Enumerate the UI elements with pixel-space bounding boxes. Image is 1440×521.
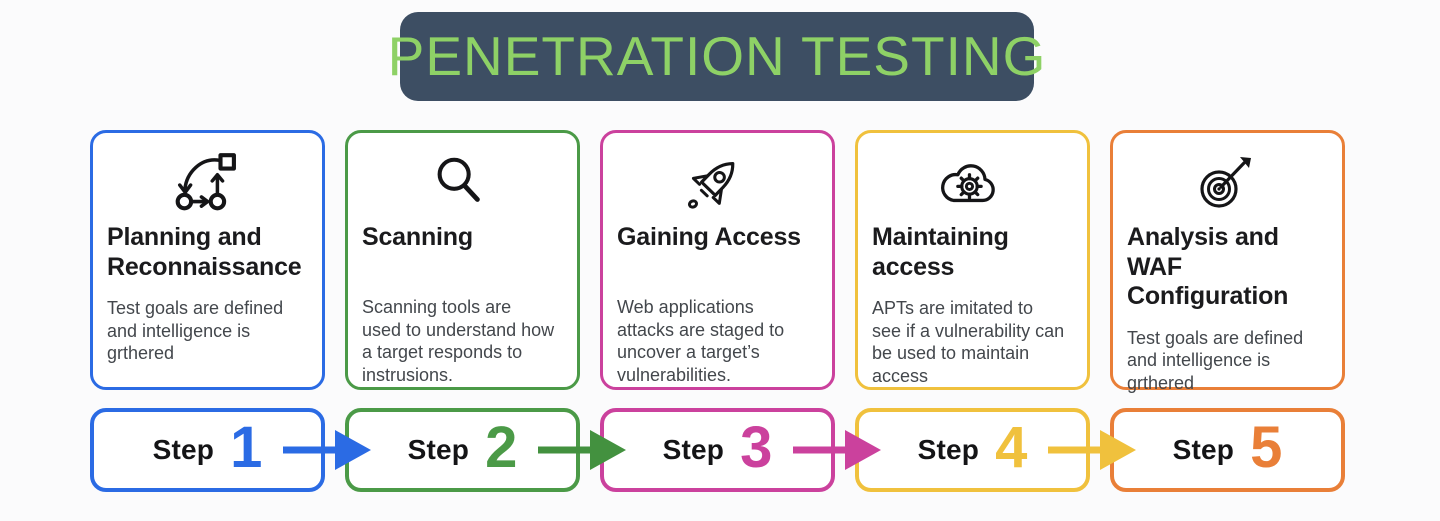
arrow-step2-to-step3 — [538, 430, 626, 470]
card-planning-reconnaissance: Planning and Reconnaissance Test goals a… — [90, 130, 325, 390]
step-number: 4 — [995, 415, 1028, 480]
title-banner: PENETRATION TESTING — [388, 12, 1045, 101]
card-title: Gaining Access — [617, 223, 801, 251]
card-gaining-access: Gaining Access Web applications attacks … — [600, 130, 835, 390]
card-description: Test goals are defined and intelligence … — [107, 298, 284, 364]
step-number: 1 — [230, 415, 263, 480]
card-title: Maintaining access — [872, 223, 1009, 281]
card-description: Test goals are defined and intelligence … — [1127, 327, 1304, 393]
step-label: Step — [917, 434, 980, 465]
page-title: PENETRATION TESTING — [387, 25, 1047, 87]
cloud-gear-icon — [872, 143, 1065, 223]
card-maintaining-access: Maintaining access APTs are imitated to … — [855, 130, 1090, 390]
step-number: 3 — [740, 415, 773, 480]
step-label: Step — [407, 434, 470, 465]
arrow-step4-to-step5 — [1048, 430, 1136, 470]
step-number: 5 — [1250, 415, 1283, 480]
card-description: APTs are imitated to see if a vulnerabil… — [872, 298, 1065, 387]
card-description: Scanning tools are used to understand ho… — [362, 297, 555, 386]
step-box-5: Step 5 — [1110, 408, 1345, 492]
arrow-step1-to-step2 — [283, 430, 371, 470]
step-box-1: Step 1 — [90, 408, 325, 492]
card-description: Web applications attacks are staged to u… — [617, 297, 785, 386]
rocket-icon — [617, 143, 810, 223]
workflow-plan-icon — [107, 143, 300, 223]
arrow-step3-to-step4 — [793, 430, 881, 470]
card-title: Analysis and WAF Configuration — [1127, 223, 1289, 310]
magnifier-icon — [362, 143, 555, 223]
step-label: Step — [152, 434, 215, 465]
step-label: Step — [1172, 434, 1235, 465]
card-analysis-waf: Analysis and WAF Configuration Test goal… — [1110, 130, 1345, 393]
step-label: Step — [662, 434, 725, 465]
card-scanning: Scanning Scanning tools are used to unde… — [345, 130, 580, 390]
card-title: Planning and Reconnaissance — [107, 223, 302, 281]
card-title: Scanning — [362, 223, 473, 251]
target-dart-icon — [1127, 143, 1320, 223]
step-number: 2 — [485, 415, 518, 480]
